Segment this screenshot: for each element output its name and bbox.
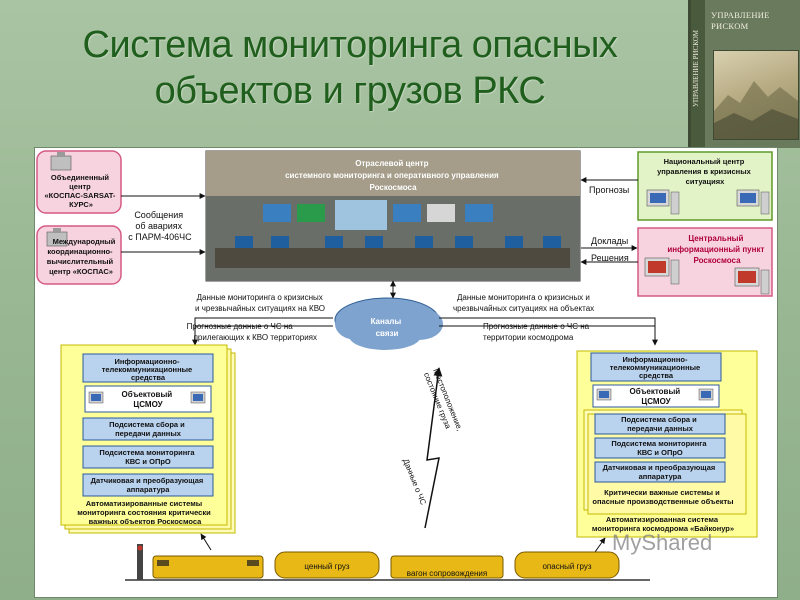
left-stack-footer: Автоматизированные системы мониторинга с… bbox=[77, 499, 213, 526]
central-center-line2: системного мониторинга и оперативного уп… bbox=[285, 171, 499, 180]
communication-channels-cloud: Каналы связи bbox=[334, 297, 443, 350]
book-cover-image: УПРАВЛЕНИЕ РИСКОМ УПРАВЛЕНИЕ РИСКОМ bbox=[688, 0, 800, 148]
dangerous-cargo-car: опасный груз bbox=[514, 551, 620, 579]
info-point-line2: информационный пункт bbox=[667, 245, 764, 254]
svg-text:Подсистема сбора и п: Подсистема сбора и передачи данных bbox=[621, 415, 699, 433]
valuable-cargo-car: ценный груз bbox=[274, 551, 380, 579]
right-info-telecom: Информационно- телекоммуникационные сред… bbox=[590, 352, 722, 382]
cospas-kurs-line2: центр bbox=[69, 182, 91, 191]
svg-text:Каналы связи: Каналы связи bbox=[371, 317, 404, 338]
left-sensors: Датчиковая и преобразующая аппаратура bbox=[82, 473, 214, 497]
svg-text:Подсистема сбора и п: Подсистема сбора и передачи данных bbox=[109, 420, 187, 438]
svg-text:Подсистема мониторинга: Подсистема мониторинга КВС и ОПрО bbox=[611, 439, 708, 457]
monitors bbox=[235, 236, 561, 248]
slide-title-line2: объектов и грузов РКС bbox=[154, 70, 546, 112]
svg-text:Отраслевой центр систе: Отраслевой центр системного мониторинга … bbox=[285, 159, 501, 192]
svg-text:вагон сопровождения: вагон сопровождения bbox=[407, 569, 487, 578]
central-monitoring-center: Отраслевой центр системного мониторинга … bbox=[205, 150, 581, 282]
right-critical-label: Критически важные системы и опасные прои… bbox=[592, 488, 733, 506]
forecasts-label: Прогнозы bbox=[589, 185, 629, 195]
central-center-line1: Отраслевой центр bbox=[355, 159, 428, 168]
cospas-mcc-line4: центр «КОСПАС» bbox=[49, 267, 113, 276]
wall-screens bbox=[263, 200, 493, 230]
right-top-caption: Данные мониторинга о кризисных и чрезвыч… bbox=[453, 293, 594, 313]
left-bottom-caption: Прогнозные данные о ЧС на прилегающих к … bbox=[187, 322, 317, 342]
left-monitoring-stack: Информационно- телекоммуникационные сред… bbox=[60, 344, 236, 534]
locomotive bbox=[152, 555, 264, 579]
cospas-mcc-line1: Международный bbox=[53, 237, 116, 246]
building-icon bbox=[50, 152, 72, 171]
svg-text:опасный груз: опасный груз bbox=[542, 562, 591, 571]
central-info-point: Центральный информационный пункт Роскосм… bbox=[637, 227, 773, 297]
national-center-line3: ситуациях bbox=[686, 177, 725, 186]
svg-text:ценный груз: ценный груз bbox=[304, 562, 349, 571]
svg-text:Центральный информацио: Центральный информационный пункт Роскосм… bbox=[667, 234, 766, 265]
right-bottom-caption: Прогнозные данные о ЧС на территории кос… bbox=[483, 322, 591, 342]
svg-text:Датчиковая и преобразующая: Датчиковая и преобразующая аппаратура bbox=[91, 476, 206, 494]
computer-icon bbox=[736, 189, 770, 215]
national-crisis-center: Национальный центр управления в кризисны… bbox=[637, 151, 773, 221]
cospas-kurs-line4: КУРС» bbox=[69, 200, 93, 209]
computer-icon bbox=[734, 267, 770, 295]
computer-icon bbox=[698, 388, 714, 401]
decisions-label: Решения bbox=[591, 253, 629, 263]
right-stack-footer: Автоматизированная система мониторинга к… bbox=[592, 515, 734, 533]
right-monitoring-stack: Информационно- телекоммуникационные сред… bbox=[576, 350, 758, 538]
computer-icon bbox=[88, 391, 104, 404]
alerts-label: Сообщения об авариях с ПАРМ-406ЧС bbox=[128, 210, 192, 242]
svg-text:Национальный центр упр: Национальный центр управления в кризисны… bbox=[657, 157, 753, 186]
book-cover-title: УПРАВЛЕНИЕ РИСКОМ bbox=[711, 10, 797, 32]
traffic-light-icon bbox=[137, 544, 143, 580]
left-top-caption: Данные мониторинга о кризисных и чрезвыч… bbox=[195, 293, 325, 313]
watermark: MyShared bbox=[612, 530, 713, 555]
svg-text:Датчиковая и преобразующая: Датчиковая и преобразующая аппаратура bbox=[603, 463, 718, 481]
slide-title-line1: Система мониторинга опасных bbox=[82, 24, 618, 66]
left-info-telecom: Информационно- телекоммуникационные сред… bbox=[82, 353, 214, 383]
escort-car: вагон сопровождения bbox=[390, 555, 504, 579]
left-data-collection: Подсистема сбора и передачи данных bbox=[82, 417, 214, 441]
cospas-mission-center: Международный координационно- вычислител… bbox=[36, 225, 122, 285]
national-center-line1: Национальный центр bbox=[664, 157, 745, 166]
cospas-sarsat-kurs-center: Объединенный центр «КОСПАС-SARSAT- КУРС» bbox=[36, 150, 122, 214]
right-data-collection: Подсистема сбора и передачи данных bbox=[594, 413, 726, 435]
train: ценный груз вагон сопровождения опасный … bbox=[125, 544, 650, 581]
book-cover-title-line1: УПРАВЛЕНИЕ bbox=[711, 10, 770, 20]
left-kvs-monitoring: Подсистема мониторинга КВС и ОПрО bbox=[82, 445, 214, 469]
cospas-mcc-line3: вычислительный bbox=[47, 257, 114, 266]
info-point-line3: Роскосмоса bbox=[693, 256, 741, 265]
cospas-kurs-line3: «КОСПАС-SARSAT- bbox=[45, 191, 116, 200]
computer-icon bbox=[596, 388, 612, 401]
svg-text:Объединенный центр: Объединенный центр «КОСПАС-SARSAT- КУРС» bbox=[45, 173, 118, 209]
svg-text:Подсистема мониторинга: Подсистема мониторинга КВС и ОПрО bbox=[99, 448, 196, 466]
book-spine-text: УПРАВЛЕНИЕ РИСКОМ bbox=[692, 30, 700, 108]
right-object-cc: Объектовый ЦСМОУ bbox=[592, 384, 720, 408]
computer-icon bbox=[190, 391, 206, 404]
info-point-line1: Центральный bbox=[688, 234, 743, 243]
book-spine: УПРАВЛЕНИЕ РИСКОМ bbox=[691, 0, 705, 148]
book-cover-title-line2: РИСКОМ bbox=[711, 21, 749, 31]
right-sensors: Датчиковая и преобразующая аппаратура bbox=[594, 461, 726, 483]
monitoring-diagram: Объединенный центр «КОСПАС-SARSAT- КУРС»… bbox=[34, 147, 778, 598]
reports-label: Доклады bbox=[591, 236, 628, 246]
svg-text:Международный координа: Международный координационно- вычислител… bbox=[47, 237, 118, 276]
svg-text:Объектовый ЦСМОУ: Объектовый ЦСМОУ bbox=[630, 387, 683, 406]
svg-text:Информационно- телек: Информационно- телекоммуникационные сред… bbox=[610, 355, 703, 380]
svg-text:Объектовый ЦСМОУ: Объектовый ЦСМОУ bbox=[122, 390, 175, 409]
location-label: Местоположение, состояние груза bbox=[422, 367, 465, 438]
computer-icon bbox=[644, 257, 680, 285]
left-object-cc: Объектовый ЦСМОУ bbox=[84, 385, 212, 413]
right-kvs-monitoring: Подсистема мониторинга КВС и ОПрО bbox=[594, 437, 726, 459]
computer-icon bbox=[646, 189, 680, 215]
emergency-data-label: Данные о ЧС bbox=[401, 457, 428, 506]
cospas-mcc-line2: координационно- bbox=[47, 247, 113, 256]
cospas-kurs-line1: Объединенный bbox=[51, 173, 110, 182]
svg-text:Информационно- телек: Информационно- телекоммуникационные сред… bbox=[102, 357, 195, 382]
slide-title: Система мониторинга опасных объектов и г… bbox=[30, 22, 670, 114]
central-center-line3: Роскосмоса bbox=[369, 183, 417, 192]
book-cover-illustration bbox=[713, 50, 799, 140]
national-center-line2: управления в кризисных bbox=[657, 167, 751, 176]
building-icon bbox=[46, 228, 68, 247]
